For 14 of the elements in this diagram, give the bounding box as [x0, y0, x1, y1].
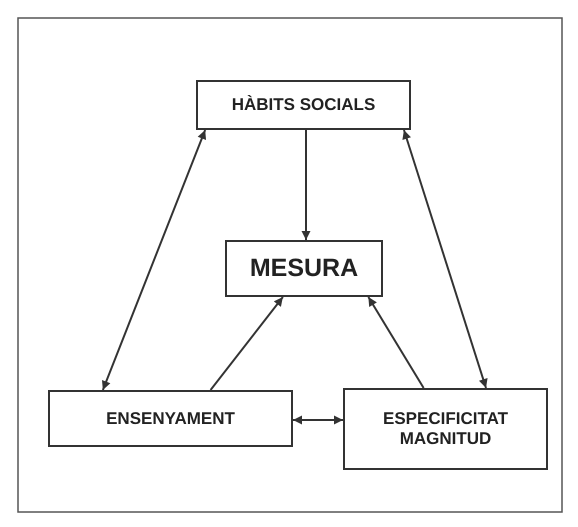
arrow — [210, 296, 284, 391]
concept-box — [48, 390, 293, 447]
concept-label: ESPECIFICITAT MAGNITUD — [382, 409, 509, 449]
concept-box — [343, 388, 548, 470]
concept-label: ENSENYAMENT — [106, 408, 235, 428]
concept-box — [196, 80, 411, 130]
arrow — [293, 416, 343, 424]
arrow — [102, 130, 206, 390]
arrow — [302, 130, 310, 240]
arrow — [402, 130, 488, 388]
concept-label: HÀBITS SOCIALS — [232, 95, 376, 115]
concept-box — [225, 240, 383, 297]
concept-label: MESURA — [250, 254, 358, 283]
arrow — [368, 296, 424, 389]
